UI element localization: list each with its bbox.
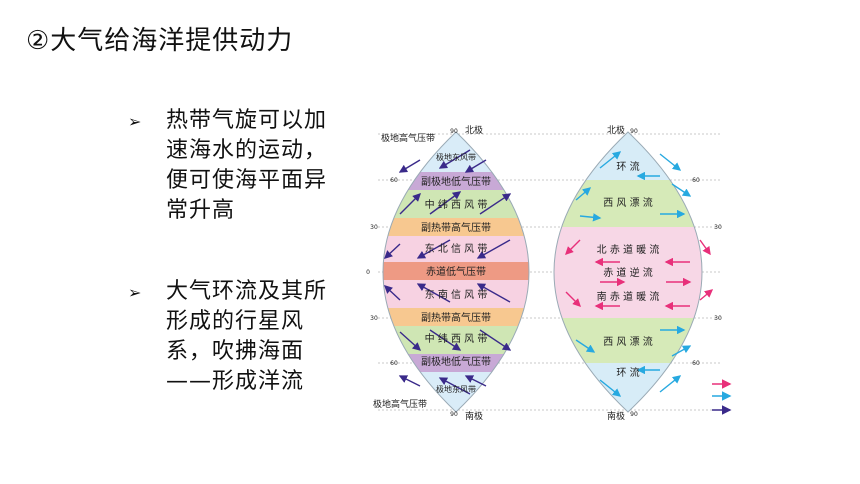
bullet-text-2: 大气环流及其所形成的行星风系，吹拂海面——形成洋流 [166, 279, 328, 394]
latitude-labels: 90 60 30 0 30 60 90 90 60 30 30 60 90 [366, 128, 722, 418]
wind-arrows [383, 149, 512, 395]
current-arrows-pink [565, 239, 714, 311]
band-subtropical-high-n [383, 218, 529, 236]
band-subpolar-low-n [383, 172, 529, 190]
right-band-labels: 环 流 西 风 漂 流 北 赤 道 暖 流 赤 道 逆 流 南 赤 道 暖 流 … [597, 160, 660, 379]
left-band-labels: 极地东风带 副极地低气压带 中 纬 西 风 带 副热带高气压带 东 北 信 风 … [421, 152, 491, 394]
band-ne-trades [383, 236, 529, 262]
band-label: 赤 道 逆 流 [603, 266, 653, 279]
band-label: 北 赤 道 暖 流 [597, 243, 660, 256]
band-subpolar-low-s [383, 354, 529, 372]
north-pole-label-right: 北极 [607, 124, 625, 136]
band-subtropical-high-s [383, 308, 529, 326]
band-label: 西 风 漂 流 [603, 196, 653, 209]
band-se-trades [383, 280, 529, 308]
band-label: 赤道低气压带 [426, 265, 486, 278]
polar-high-label-top: 极地高气压带 [381, 132, 435, 144]
band-equatorial-low [383, 262, 529, 280]
bullet-text-1: 热带气旋可以加速海水的运动，便可使海平面异常升高 [166, 108, 328, 223]
band-label: 南 赤 道 暖 流 [597, 290, 660, 303]
legend [712, 379, 732, 415]
band-label: 副极地低气压带 [421, 355, 491, 368]
bullet-arrow-icon: ➢ [128, 112, 142, 131]
band-polar-easterlies-n [383, 132, 529, 172]
svg-text:0: 0 [366, 269, 370, 276]
band-label: 副热带高气压带 [421, 221, 491, 234]
svg-text:60: 60 [692, 360, 700, 367]
south-pole-label-right: 南极 [607, 410, 625, 422]
svg-text:60: 60 [390, 177, 398, 184]
band-label: 中 纬 西 风 带 [425, 332, 488, 345]
band-label: 中 纬 西 风 带 [425, 198, 488, 211]
band-label: 西 风 漂 流 [603, 335, 653, 348]
svg-text:30: 30 [370, 224, 378, 231]
svg-text:60: 60 [390, 360, 398, 367]
svg-text:60: 60 [692, 177, 700, 184]
svg-text:90: 90 [450, 411, 458, 418]
polar-high-label-bottom: 极地高气压带 [373, 398, 427, 410]
band-label: 东 北 信 风 带 [425, 242, 488, 255]
band-label: 副极地低气压带 [421, 175, 491, 188]
svg-text:30: 30 [714, 315, 722, 322]
svg-text:30: 30 [370, 315, 378, 322]
svg-text:90: 90 [630, 128, 638, 135]
band-label: 东 南 信 风 带 [425, 288, 488, 301]
svg-text:30: 30 [714, 224, 722, 231]
slide-title: ②大气给海洋提供动力 [26, 26, 294, 56]
bullet-arrow-icon: ➢ [128, 283, 142, 302]
band-label: 环 流 [616, 160, 639, 173]
south-pole-label-left: 南极 [465, 410, 483, 422]
band-label: 副热带高气压带 [421, 311, 491, 324]
north-pole-label-left: 北极 [465, 124, 483, 136]
current-arrows-cyan [575, 151, 692, 397]
band-label: 环 流 [616, 366, 639, 379]
band-label: 极地东风带 [436, 152, 476, 162]
svg-text:90: 90 [630, 411, 638, 418]
band-label: 极地东风带 [436, 384, 476, 394]
svg-text:90: 90 [450, 128, 458, 135]
